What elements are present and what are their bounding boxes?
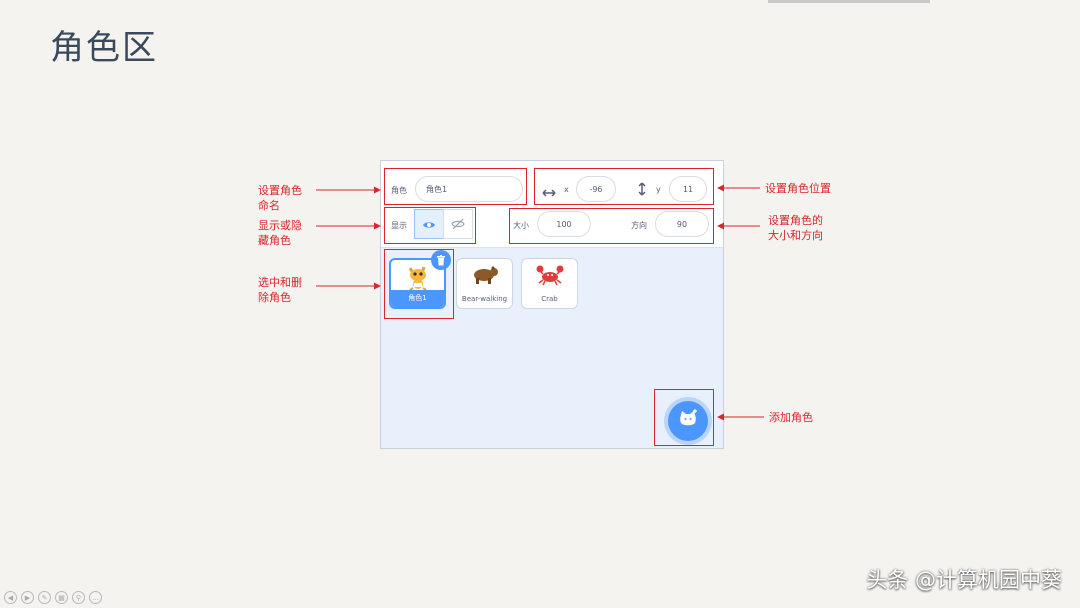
sprite-tile[interactable]: Crab xyxy=(521,258,578,309)
next-slide-icon[interactable]: ▶ xyxy=(21,591,34,604)
prev-slide-icon[interactable]: ◀ xyxy=(4,591,17,604)
sprite-label: 角色 xyxy=(391,186,407,195)
direction-value: 90 xyxy=(676,219,688,229)
hide-sprite-button[interactable] xyxy=(443,209,473,239)
note-size-direction: 设置角色的 大小和方向 xyxy=(768,213,823,243)
trash-icon xyxy=(436,251,446,270)
direction-input[interactable]: 90 xyxy=(655,211,709,237)
x-value: -96 xyxy=(589,184,603,194)
note-line: 显示或隐 xyxy=(258,219,302,232)
zoom-icon[interactable]: ⚲ xyxy=(72,591,85,604)
y-position-input[interactable]: 11 xyxy=(669,176,707,202)
sprite-name-input[interactable]: 角色1 xyxy=(415,176,523,202)
horizontal-arrows-icon xyxy=(542,183,556,202)
cat-face-plus-icon xyxy=(678,409,698,433)
size-label: 大小 xyxy=(513,221,529,230)
annotation-box-add xyxy=(654,389,714,446)
bear-sprite-icon xyxy=(457,263,512,287)
sprite-name-bar xyxy=(391,290,444,307)
annotation-box-position xyxy=(534,168,714,205)
show-label: 显示 xyxy=(391,221,407,230)
annotation-box-select xyxy=(384,249,454,319)
annotation-box-show xyxy=(384,207,476,244)
note-line: 藏角色 xyxy=(258,234,291,247)
show-sprite-button[interactable] xyxy=(414,209,444,239)
add-sprite-button[interactable] xyxy=(668,401,708,441)
sprite-tile-selected[interactable]: 角色1 xyxy=(389,258,446,309)
sprite-tile[interactable]: Bear-walking xyxy=(456,258,513,309)
size-input[interactable]: 100 xyxy=(537,211,591,237)
note-position: 设置角色位置 xyxy=(765,182,831,195)
slides-icon[interactable]: ▦ xyxy=(55,591,68,604)
note-show-hide: 显示或隐 藏角色 xyxy=(258,218,302,248)
annotation-box-name xyxy=(384,168,527,205)
x-position-input[interactable]: -96 xyxy=(576,176,616,202)
crab-sprite-icon xyxy=(522,263,577,287)
sprite-name: Bear-walking xyxy=(461,295,508,303)
top-edge-bar xyxy=(768,0,930,3)
x-label: x xyxy=(564,185,569,194)
note-select-delete: 选中和删 除角色 xyxy=(258,275,302,305)
sprite-name-value: 角色1 xyxy=(426,184,448,194)
note-line: 除角色 xyxy=(258,291,291,304)
note-add-sprite: 添加角色 xyxy=(769,411,813,424)
note-rename: 设置角色 命名 xyxy=(258,183,302,213)
slide-title: 角色区 xyxy=(50,28,158,68)
pen-icon[interactable]: ✎ xyxy=(38,591,51,604)
note-line: 命名 xyxy=(258,199,280,212)
note-line: 设置角色 xyxy=(258,184,302,197)
annotation-box-size xyxy=(509,208,714,244)
more-icon[interactable]: … xyxy=(89,591,102,604)
delete-sprite-button[interactable] xyxy=(431,250,451,270)
cat-sprite-icon xyxy=(391,264,444,290)
eye-icon xyxy=(422,215,436,234)
sprite-name: 角色1 xyxy=(408,294,427,302)
y-value: 11 xyxy=(682,184,694,194)
note-line: 大小和方向 xyxy=(768,229,823,242)
sprite-name: Crab xyxy=(541,295,558,303)
vertical-arrows-icon xyxy=(637,181,647,200)
direction-label: 方向 xyxy=(631,221,647,230)
y-label: y xyxy=(656,185,661,194)
note-line: 设置角色的 xyxy=(768,214,823,227)
size-value: 100 xyxy=(556,219,572,229)
note-line: 选中和删 xyxy=(258,276,302,289)
watermark: 头条 @计算机园中葵 xyxy=(866,568,1062,592)
slide-toolbar: ◀ ▶ ✎ ▦ ⚲ … xyxy=(4,591,102,604)
eye-slash-icon xyxy=(451,215,465,234)
